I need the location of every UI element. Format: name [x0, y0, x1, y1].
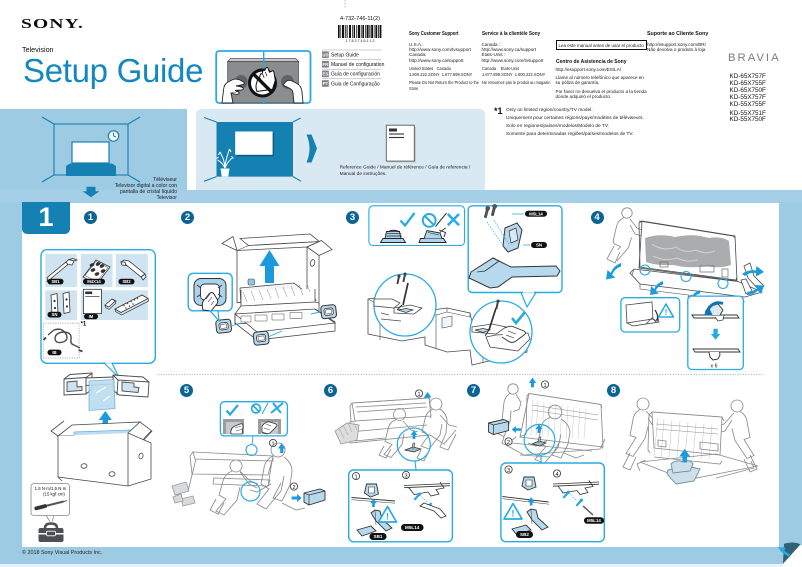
svg-text:Téléviseur: Téléviseur [153, 177, 177, 183]
svg-text:4-732-746-11(2): 4-732-746-11(2) [340, 16, 380, 22]
svg-text:IM: IM [89, 314, 94, 319]
svg-text:Televisor digital a color con: Televisor digital a color con [115, 183, 177, 189]
svg-text:1: 1 [271, 441, 274, 447]
svg-text:SN: SN [52, 312, 58, 317]
svg-text:SN: SN [536, 243, 542, 248]
svg-text:Guia de Configuração: Guia de Configuração [331, 81, 380, 87]
svg-text:3: 3 [404, 473, 407, 479]
svg-text:SB1: SB1 [51, 279, 60, 284]
svg-text:1: 1 [354, 475, 357, 481]
svg-text:(15 kgf·cm): (15 kgf·cm) [43, 491, 65, 496]
svg-text:M5L14: M5L14 [529, 211, 543, 216]
svg-text:4: 4 [555, 472, 558, 478]
svg-text:2: 2 [507, 440, 510, 446]
svg-text:Reference Guide / Manuel de ré: Reference Guide / Manuel de référence / … [340, 165, 471, 171]
svg-text:3: 3 [507, 468, 510, 474]
svg-text:Guía de configuración: Guía de configuración [331, 72, 380, 78]
svg-text:Manual de instruções.: Manual de instruções. [340, 171, 387, 177]
svg-text:!: ! [386, 512, 389, 523]
svg-text:Uniquement pour certaines régi: Uniquement pour certaines régions/pays/m… [506, 115, 644, 121]
svg-text:*1: *1 [81, 322, 87, 328]
svg-text:Somente para determinadas regi: Somente para determinadas regiões/países… [506, 131, 633, 137]
svg-text:!: ! [665, 308, 668, 317]
svg-text:SB2: SB2 [122, 279, 131, 284]
svg-text:M4X14: M4X14 [87, 279, 101, 284]
svg-text:1.5 N·m/1,5 N·m: 1.5 N·m/1,5 N·m [35, 486, 67, 491]
svg-text:FR: FR [323, 62, 330, 67]
svg-text:1 7 8 3 7 4 6 1 1 2: 1 7 8 3 7 4 6 1 1 2 [346, 39, 375, 43]
svg-text:x 6: x 6 [711, 364, 718, 370]
svg-text:2: 2 [292, 485, 295, 491]
svg-text:Manuel de configuration: Manuel de configuration [331, 62, 385, 68]
svg-text:*1: *1 [494, 106, 503, 116]
svg-text:SB2: SB2 [520, 532, 529, 537]
svg-text:M5L14: M5L14 [405, 525, 420, 530]
svg-text:Televisor: Televisor [157, 195, 178, 201]
svg-text:1: 1 [417, 392, 420, 398]
svg-text:PT: PT [323, 81, 329, 86]
svg-text:!: ! [511, 509, 514, 520]
svg-text:pantalla de cristal líquido: pantalla de cristal líquido [120, 189, 177, 195]
svg-text:Setup Guide: Setup Guide [331, 53, 359, 59]
svg-text:IB: IB [52, 350, 56, 355]
svg-text:Solo en regiones/países/modelo: Solo en regiones/países/modelos/Modelo d… [506, 123, 609, 129]
svg-text:SB1: SB1 [374, 534, 383, 539]
svg-text:Only on limited region/country: Only on limited region/country/TV model. [506, 107, 593, 113]
svg-text:M5L14: M5L14 [587, 518, 601, 523]
svg-text:ES: ES [323, 72, 329, 77]
svg-text:1: 1 [543, 383, 546, 389]
svg-text:US: US [322, 52, 328, 57]
